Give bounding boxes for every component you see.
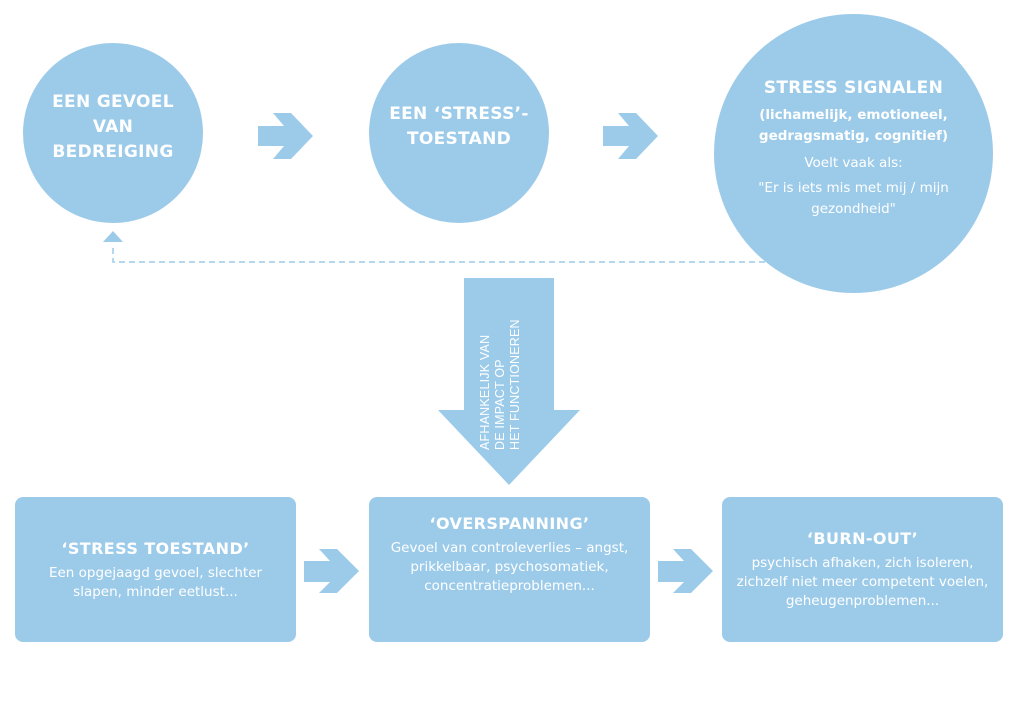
right-arrow-icon xyxy=(658,549,713,593)
down-arrow-label-line: DE IMPACT OP xyxy=(493,359,507,450)
down-arrow-label-line: HET FUNCTIONEREN xyxy=(508,319,522,450)
up-arrowhead-icon xyxy=(103,231,123,242)
circle-stress-toestand: EEN ‘STRESS’-TOESTAND xyxy=(369,43,549,223)
box-body: psychisch afhaken, zich isoleren, zichze… xyxy=(736,555,989,609)
circle-quote: "Er is iets mis met mij / mijn gezondhei… xyxy=(758,180,949,217)
box-overspanning: ‘OVERSPANNING’ Gevoel van controleverlie… xyxy=(369,497,650,642)
down-arrow-label-line: AFHANKELIJK VAN xyxy=(478,334,492,450)
box-burn-out: ‘BURN-OUT’ psychisch afhaken, zich isole… xyxy=(722,497,1003,642)
circle-title: EEN GEVOEL VAN BEDREIGING xyxy=(52,91,174,162)
box-body: Een opgejaagd gevoel, slechter slapen, m… xyxy=(48,564,263,600)
right-arrow-icon xyxy=(603,113,658,159)
circle-note: Voelt vaak als: xyxy=(804,155,903,171)
circle-title: EEN ‘STRESS’-TOESTAND xyxy=(389,104,529,149)
down-arrow-label: AFHANKELIJK VAN DE IMPACT OP HET FUNCTIO… xyxy=(478,290,543,450)
right-arrow-icon xyxy=(258,113,313,159)
down-arrow-icon xyxy=(438,278,580,485)
box-title: ‘OVERSPANNING’ xyxy=(429,514,590,533)
feedback-dashed-line xyxy=(112,244,765,263)
box-title: ‘BURN-OUT’ xyxy=(806,529,919,548)
circle-title: STRESS SIGNALEN xyxy=(763,78,944,98)
circle-gevoel-van-bedreiging: EEN GEVOEL VAN BEDREIGING xyxy=(23,43,203,223)
circle-stress-signalen: STRESS SIGNALEN (lichamelijk, emotioneel… xyxy=(714,14,993,293)
right-arrow-icon xyxy=(304,549,359,593)
box-stress-toestand: ‘STRESS TOESTAND’ Een opgejaagd gevoel, … xyxy=(15,497,296,642)
box-body: Gevoel van controleverlies – angst, prik… xyxy=(390,540,629,594)
circle-subtitle: (lichamelijk, emotioneel, gedragsmatig, … xyxy=(758,107,949,144)
box-title: ‘STRESS TOESTAND’ xyxy=(61,538,250,558)
